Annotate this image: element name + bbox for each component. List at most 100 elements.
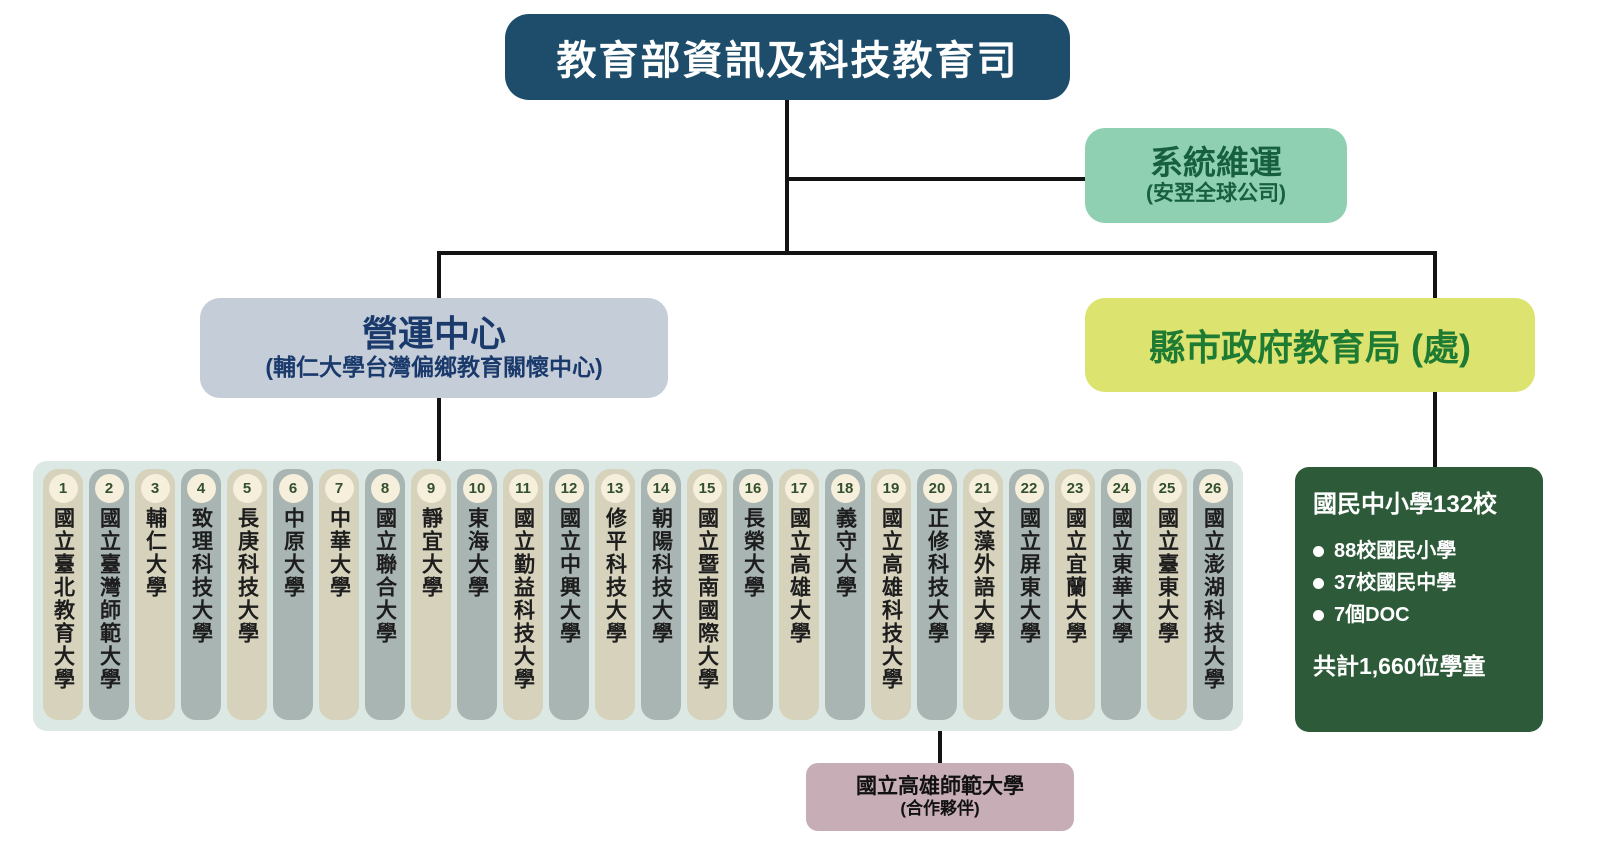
connector-localgov-drop	[1433, 251, 1437, 299]
schools-summary-box: 國民中小學132校 88校國民小學 37校國民中學 7個DOC 共計1,660位…	[1295, 467, 1543, 732]
operation-center-box: 營運中心 (輔仁大學台灣偏鄉教育關懷中心)	[200, 298, 668, 398]
university-number-badge: 21	[968, 474, 998, 503]
university-name: 朝陽科技大學	[649, 507, 673, 645]
university-column: 6 中原大學	[273, 469, 313, 720]
connector-localgov-summary	[1433, 391, 1437, 468]
university-column: 12 國立中興大學	[549, 469, 589, 720]
university-column: 16 長榮大學	[733, 469, 773, 720]
university-number-badge: 7	[324, 474, 354, 503]
local-gov-title: 縣市政府教育局 (處)	[1149, 327, 1471, 368]
schools-summary-list: 88校國民小學 37校國民中學 7個DOC	[1313, 535, 1525, 631]
university-name: 國立高雄大學	[787, 507, 811, 645]
university-number-badge: 8	[370, 474, 400, 503]
university-name: 國立東華大學	[1109, 507, 1133, 645]
university-column: 11 國立勤益科技大學	[503, 469, 543, 720]
schools-summary-title: 國民中小學132校	[1313, 491, 1498, 518]
university-name: 修平科技大學	[603, 507, 627, 645]
university-name: 正修科技大學	[925, 507, 949, 645]
university-column: 4 致理科技大學	[181, 469, 221, 720]
connector-opcenter-strip	[437, 397, 441, 462]
university-number-badge: 4	[186, 474, 216, 503]
university-name: 長榮大學	[741, 507, 765, 599]
root-box: 教育部資訊及科技教育司	[505, 14, 1070, 100]
schools-summary-item-text: 7個DOC	[1334, 604, 1410, 626]
university-number-badge: 23	[1060, 474, 1090, 503]
university-name: 國立聯合大學	[373, 507, 397, 645]
university-column: 1 國立臺北教育大學	[43, 469, 83, 720]
bullet-dot-icon	[1313, 577, 1324, 589]
university-column: 17 國立高雄大學	[779, 469, 819, 720]
university-column: 14 朝陽科技大學	[641, 469, 681, 720]
bullet-dot-icon	[1313, 609, 1324, 621]
maintenance-subtitle: (安翌全球公司)	[1146, 182, 1286, 206]
university-number-badge: 11	[508, 474, 538, 503]
university-number-badge: 19	[876, 474, 906, 503]
university-name: 國立臺北教育大學	[51, 507, 75, 691]
university-name: 中華大學	[327, 507, 351, 599]
connector-maintenance-horizontal	[787, 177, 1087, 181]
university-number-badge: 24	[1106, 474, 1136, 503]
university-column: 10 東海大學	[457, 469, 497, 720]
university-name: 義守大學	[833, 507, 857, 599]
university-name: 輔仁大學	[143, 507, 167, 599]
university-name: 長庚科技大學	[235, 507, 259, 645]
university-column: 7 中華大學	[319, 469, 359, 720]
schools-summary-item: 88校國民小學	[1313, 535, 1525, 567]
university-name: 國立勤益科技大學	[511, 507, 535, 691]
university-name: 文藻外語大學	[971, 507, 995, 645]
university-column: 24 國立東華大學	[1101, 469, 1141, 720]
connector-branch-horizontal	[437, 251, 1437, 255]
university-number-badge: 18	[830, 474, 860, 503]
university-name: 國立臺東大學	[1155, 507, 1179, 645]
university-number-badge: 22	[1014, 474, 1044, 503]
university-number-badge: 12	[554, 474, 584, 503]
local-gov-box: 縣市政府教育局 (處)	[1085, 298, 1535, 392]
university-name: 東海大學	[465, 507, 489, 599]
university-number-badge: 6	[278, 474, 308, 503]
university-number-badge: 14	[646, 474, 676, 503]
university-column: 25 國立臺東大學	[1147, 469, 1187, 720]
university-column: 19 國立高雄科技大學	[871, 469, 911, 720]
university-name: 國立中興大學	[557, 507, 581, 645]
partner-title: 國立高雄師範大學	[856, 774, 1024, 798]
schools-summary-item: 7個DOC	[1313, 599, 1525, 631]
university-column: 22 國立屏東大學	[1009, 469, 1049, 720]
university-name: 國立澎湖科技大學	[1201, 507, 1225, 691]
university-column: 23 國立宜蘭大學	[1055, 469, 1095, 720]
university-name: 國立屏東大學	[1017, 507, 1041, 645]
university-strip: 1 國立臺北教育大學 2 國立臺灣師範大學 3 輔仁大學 4 致理科技大學 5 …	[33, 461, 1243, 731]
university-column: 20 正修科技大學	[917, 469, 957, 720]
university-column: 13 修平科技大學	[595, 469, 635, 720]
schools-summary-item: 37校國民中學	[1313, 567, 1525, 599]
university-number-badge: 5	[232, 474, 262, 503]
university-number-badge: 3	[140, 474, 170, 503]
university-number-badge: 16	[738, 474, 768, 503]
root-title: 教育部資訊及科技教育司	[556, 39, 1019, 83]
university-number-badge: 9	[416, 474, 446, 503]
bullet-dot-icon	[1313, 545, 1324, 557]
maintenance-box: 系統維運 (安翌全球公司)	[1085, 128, 1347, 223]
connector-opcenter-drop	[437, 251, 441, 299]
university-column: 8 國立聯合大學	[365, 469, 405, 720]
partner-subtitle: (合作夥伴)	[900, 798, 980, 818]
university-number-badge: 10	[462, 474, 492, 503]
university-column: 21 文藻外語大學	[963, 469, 1003, 720]
university-column: 26 國立澎湖科技大學	[1193, 469, 1233, 720]
maintenance-title: 系統維運	[1150, 143, 1282, 181]
university-name: 中原大學	[281, 507, 305, 599]
university-number-badge: 25	[1152, 474, 1182, 503]
university-name: 國立宜蘭大學	[1063, 507, 1087, 645]
university-number-badge: 2	[94, 474, 124, 503]
university-name: 國立臺灣師範大學	[97, 507, 121, 691]
university-name: 靜宜大學	[419, 507, 443, 599]
university-name: 國立高雄科技大學	[879, 507, 903, 691]
university-column: 3 輔仁大學	[135, 469, 175, 720]
university-column: 18 義守大學	[825, 469, 865, 720]
university-number-badge: 26	[1198, 474, 1228, 503]
university-number-badge: 15	[692, 474, 722, 503]
schools-summary-total: 共計1,660位學童	[1313, 653, 1486, 679]
partner-box: 國立高雄師範大學 (合作夥伴)	[806, 763, 1074, 831]
connector-partner	[938, 719, 942, 764]
university-name: 致理科技大學	[189, 507, 213, 645]
